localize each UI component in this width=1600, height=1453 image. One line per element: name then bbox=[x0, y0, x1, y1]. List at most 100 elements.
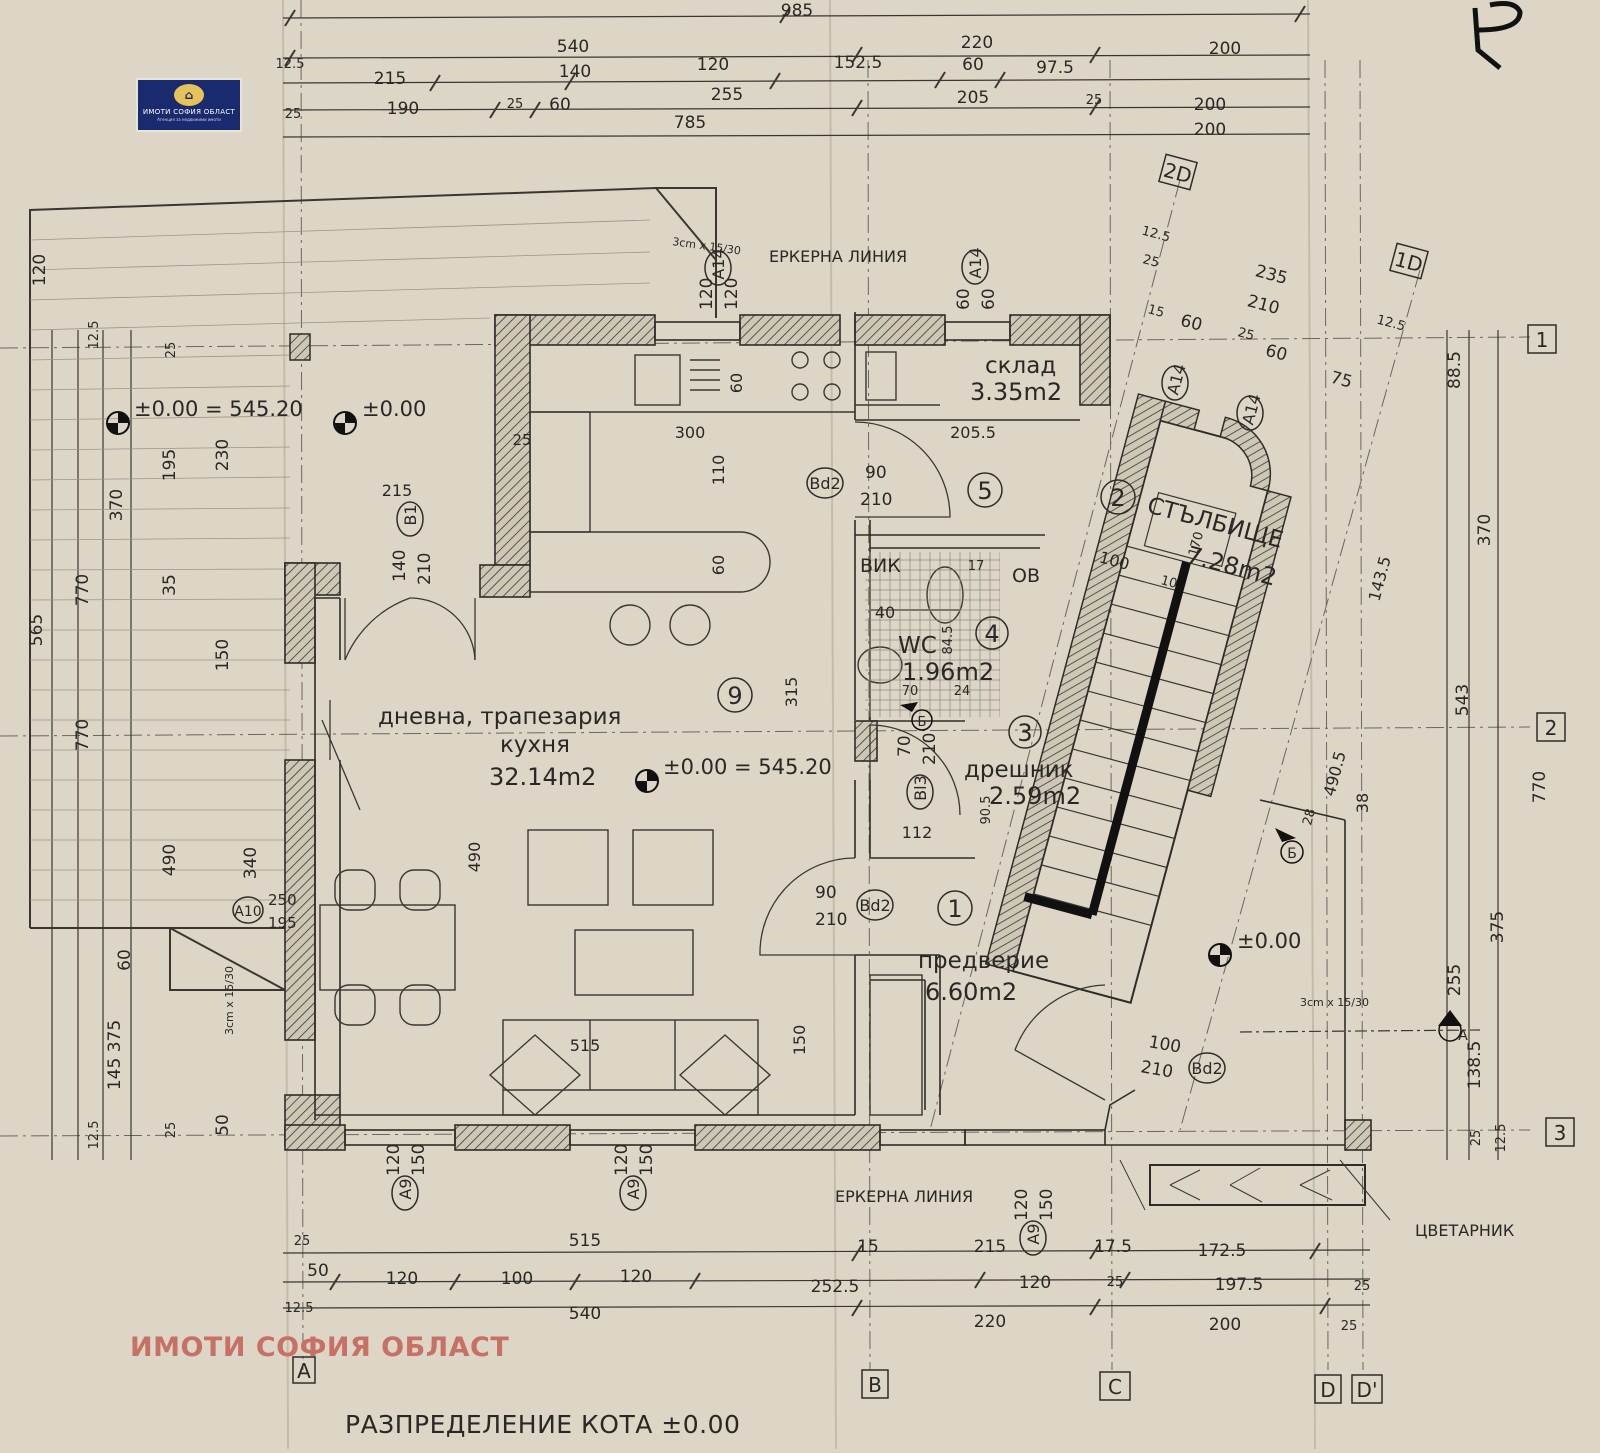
dim-l-770a: 770 bbox=[73, 574, 93, 606]
dim-r-770: 770 bbox=[1530, 771, 1550, 803]
level-terrace: ±0.00 = 545.20 bbox=[134, 397, 303, 421]
dim-i-10: 10 bbox=[1159, 573, 1179, 592]
dimension-lines-top bbox=[282, 13, 1371, 1309]
dim-l-145-375: 145 375 bbox=[105, 1020, 125, 1090]
logo-name: ИМОТИ СОФИЯ ОБЛАСТ bbox=[142, 108, 236, 116]
dim-i-110: 110 bbox=[709, 455, 728, 486]
room-number-storage: 5 bbox=[977, 477, 992, 505]
dim-l-770b: 770 bbox=[73, 719, 93, 751]
room-number-entrance: 1 bbox=[947, 895, 962, 923]
living-room-name-2: кухня bbox=[500, 732, 570, 758]
level-marker-icon bbox=[106, 411, 130, 435]
dim-l-35: 35 bbox=[160, 574, 180, 596]
dim-120: 120 bbox=[697, 55, 729, 75]
dim-i-315: 315 bbox=[782, 677, 801, 708]
dim-b-17: 17.5 bbox=[1094, 1237, 1132, 1257]
door-width-entrance: 90 bbox=[815, 883, 837, 903]
window-width-a14-1: 60 bbox=[954, 288, 974, 310]
window-width-a9-2: 120 bbox=[612, 1144, 632, 1176]
dim-b-540: 540 bbox=[569, 1304, 601, 1324]
dim-60a: 60 bbox=[962, 55, 984, 75]
dimension-text-right: 88.5 370 543 770 375 138.5 255 25 12.5 bbox=[1445, 351, 1550, 1152]
watermark-text: ИМОТИ СОФИЯ ОБЛАСТ bbox=[130, 1332, 510, 1363]
room-number-circles bbox=[717, 472, 1136, 926]
dim-l-230: 230 bbox=[213, 439, 233, 471]
dim-i-60b: 60 bbox=[727, 373, 746, 393]
axis-label-c: C bbox=[1108, 1375, 1122, 1399]
window-tag-a9-3: A9 bbox=[1024, 1223, 1043, 1244]
dim-d-25: 25 bbox=[1141, 252, 1161, 271]
bay-line-bottom: ЕРКЕРНА ЛИНИЯ bbox=[835, 1187, 973, 1206]
dim-r-88: 88.5 bbox=[1445, 351, 1465, 389]
dim-205: 205 bbox=[957, 88, 989, 108]
furniture bbox=[319, 566, 964, 1116]
opening-tag-labels: Bd2 Bd2 Bd2 B1 Bl3 A9 A9 A9 A14 A14 A14 … bbox=[234, 247, 1264, 1244]
dim-190: 190 bbox=[387, 99, 419, 119]
wc-tiles bbox=[865, 552, 1000, 717]
dim-l-370: 370 bbox=[107, 489, 127, 521]
window-height-a10: 195 bbox=[268, 914, 297, 932]
stair-note-left: 3cm x 15/30 bbox=[223, 966, 236, 1035]
window-height-a14-1: 60 bbox=[979, 288, 999, 310]
kitchen-fittings bbox=[529, 351, 940, 646]
dim-i-905: 90.5 bbox=[979, 796, 994, 825]
door-tag-storage: Bd2 bbox=[809, 474, 840, 493]
dim-l-490: 490 bbox=[160, 844, 180, 876]
dim-25-top-2: 25 bbox=[507, 97, 524, 112]
level-terrace-2: ±0.00 bbox=[362, 397, 426, 421]
dim-b-220: 220 bbox=[974, 1312, 1006, 1332]
window-tag-a9-2: A9 bbox=[624, 1178, 643, 1199]
dim-i-150: 150 bbox=[790, 1025, 809, 1056]
dim-i-112: 112 bbox=[902, 823, 933, 842]
dim-l-125b: 12.5 bbox=[87, 1121, 102, 1150]
dim-i-143: 143.5 bbox=[1365, 554, 1395, 603]
dim-b-120c: 120 bbox=[1019, 1273, 1051, 1293]
dim-200c: 200 bbox=[1194, 120, 1226, 140]
dim-25-top-3: 25 bbox=[1086, 93, 1103, 108]
dim-i-24: 24 bbox=[954, 684, 971, 699]
window-width-a14-2: 120 bbox=[697, 278, 717, 310]
dim-i-70: 70 bbox=[902, 684, 919, 699]
dim-i-17: 17 bbox=[968, 559, 985, 574]
axis-label-2: 2 bbox=[1545, 716, 1558, 740]
dim-l-195: 195 bbox=[160, 449, 180, 481]
dim-b-197: 197.5 bbox=[1215, 1275, 1264, 1295]
wardrobe-name: дрешник bbox=[964, 757, 1074, 783]
dim-l-120: 120 bbox=[30, 254, 50, 286]
dim-60b: 60 bbox=[549, 95, 571, 115]
section-label-b: Б bbox=[1287, 846, 1297, 862]
window-height-a9-3: 150 bbox=[1037, 1189, 1057, 1221]
door-tag-entrance: Bd2 bbox=[859, 896, 890, 915]
dimension-text-left: 120 370 770 565 770 195 35 150 490 230 3… bbox=[27, 254, 261, 1150]
room-number-wardrobe: 3 bbox=[1017, 719, 1032, 747]
agency-logo: ⌂ ИМОТИ СОФИЯ ОБЛАСТ Агенция за недвижим… bbox=[136, 78, 242, 132]
dim-d-235: 235 bbox=[1253, 261, 1290, 289]
paper-folds bbox=[282, 0, 1316, 1450]
north-arrow-icon bbox=[1472, 1, 1523, 70]
living-room-name: дневна, трапезария bbox=[378, 704, 621, 730]
building-icon: ⌂ bbox=[174, 84, 204, 106]
level-markers bbox=[106, 411, 1232, 967]
door-width-storage: 90 bbox=[865, 463, 887, 483]
dim-i-84: 84.5 bbox=[941, 626, 956, 655]
dim-785: 785 bbox=[674, 113, 706, 133]
level-texts: ±0.00 = 545.20 ±0.00 ±0.00 = 545.20 ±0.0… bbox=[134, 397, 1301, 953]
dim-d-125b: 12.5 bbox=[1375, 313, 1407, 335]
axis-label-3: 3 bbox=[1554, 1121, 1567, 1145]
dim-l-340: 340 bbox=[241, 847, 261, 879]
dim-i-490-5: 490.5 bbox=[1320, 749, 1350, 798]
wc-area: 1.96m2 bbox=[902, 658, 994, 686]
level-marker-icon bbox=[333, 411, 357, 435]
dim-r-370: 370 bbox=[1475, 514, 1495, 546]
dim-i-300: 300 bbox=[675, 423, 706, 442]
dimension-lines-side bbox=[51, 330, 1499, 1160]
dim-d-60a: 60 bbox=[1178, 311, 1204, 336]
dim-125-top: 12.5 bbox=[276, 57, 305, 72]
walls bbox=[284, 314, 1372, 1151]
axis-label-dprime: D' bbox=[1357, 1378, 1378, 1402]
dim-i-490: 490 bbox=[465, 842, 484, 873]
window-height-a14-2: 120 bbox=[722, 278, 742, 310]
axis-label-a: A bbox=[297, 1359, 311, 1383]
dim-b-515: 515 bbox=[569, 1231, 601, 1251]
